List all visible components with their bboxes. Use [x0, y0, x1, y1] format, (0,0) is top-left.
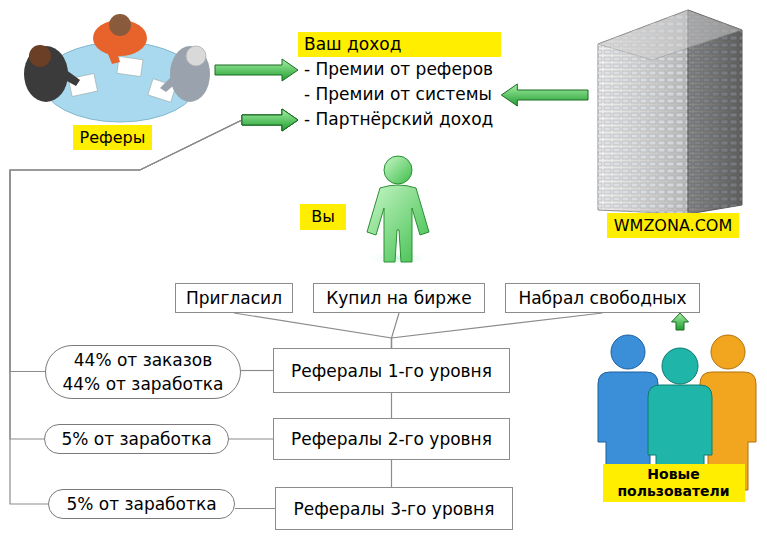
connector [10, 109, 298, 439]
connector [392, 313, 400, 348]
source-box: Набрал свободных [505, 283, 700, 313]
connector-line [391, 460, 392, 487]
you-figure [364, 156, 432, 266]
node-text: Пригласил [186, 288, 282, 308]
referers-illustration [24, 14, 210, 122]
level-box: Рефералы 3-го уровня [275, 487, 513, 530]
referers-group: Реферы [10, 5, 215, 150]
node-text: Рефералы 2-го уровня [291, 429, 492, 449]
connector [672, 313, 689, 330]
connector-line [234, 313, 392, 348]
node-text: Вы [311, 207, 335, 227]
income-list: Ваш доход- Премии от реферов- Премии от … [298, 32, 501, 132]
source-box: Купил на бирже [313, 283, 485, 313]
green-arrow [242, 109, 298, 131]
connector-line [10, 120, 242, 372]
connector-line [392, 313, 603, 348]
green-arrow [215, 59, 298, 81]
connector [235, 508, 275, 509]
node-text: Рефералы 1-го уровня [291, 361, 492, 381]
green-arrow [501, 84, 588, 106]
green-arrow [242, 109, 298, 131]
connector [391, 460, 392, 487]
connector-line [229, 438, 273, 439]
green-arrow [242, 109, 298, 131]
level-box: Рефералы 2-го уровня [273, 418, 510, 460]
you-label: Вы [300, 204, 346, 230]
node-text: 5% от заработка [61, 427, 211, 451]
level-box: Рефералы 1-го уровня [273, 348, 510, 393]
node-text: 44% от заработка [62, 372, 223, 396]
connector-line [392, 313, 400, 348]
connector [392, 313, 603, 348]
percent-capsule: 44% от заказов44% от заработка [45, 345, 241, 399]
node-text: WMZONA.COM [607, 213, 739, 238]
green-arrow [672, 313, 689, 330]
connector [241, 370, 273, 371]
connector [229, 439, 273, 440]
building-illustration [598, 10, 742, 214]
node-text: - Премии от реферов [298, 57, 501, 82]
percent-capsule: 5% от заработка [44, 424, 229, 454]
connector-line [10, 120, 242, 439]
node-text: Новые пользователи [603, 464, 745, 502]
node-text: Реферы [73, 125, 153, 150]
node-text: 5% от заработка [66, 492, 216, 516]
connector [215, 59, 298, 81]
heading-text: Ваш доход [298, 32, 501, 57]
node-text: 44% от заказов [74, 348, 213, 372]
system-building: WMZONA.COM [588, 5, 758, 238]
new-users-group: Новые пользователи [595, 330, 752, 502]
source-box: Пригласил [175, 283, 293, 313]
percent-capsule: 5% от заработка [48, 489, 235, 519]
node-text: Купил на бирже [326, 288, 472, 308]
connector-line [391, 393, 392, 418]
connector [234, 313, 392, 348]
connector [501, 84, 588, 106]
connector-line [241, 370, 273, 371]
node-text: Набрал свободных [518, 288, 686, 308]
connector [10, 109, 298, 504]
connector [10, 109, 298, 372]
connector-line [235, 508, 275, 509]
node-text: Рефералы 3-го уровня [294, 499, 495, 519]
connector [391, 393, 392, 418]
node-text: - Премии от системы [298, 82, 501, 107]
node-text: - Партнёрский доход [298, 107, 501, 132]
